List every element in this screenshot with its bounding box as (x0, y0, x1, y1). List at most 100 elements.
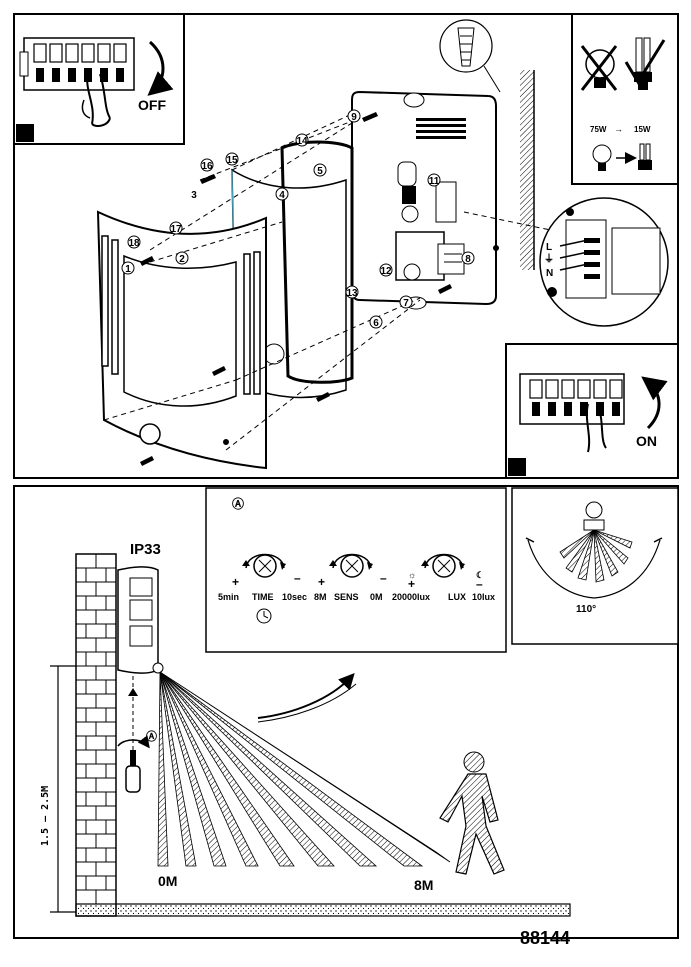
svg-text:11: 11 (429, 176, 440, 187)
callout-18: 18 (127, 235, 141, 249)
step-marker-square (16, 124, 34, 142)
svg-text:15: 15 (226, 155, 238, 166)
sens-min-value: 8M (314, 592, 327, 602)
height-label: 1.5 – 2.5M (40, 786, 51, 846)
off-label: OFF (138, 97, 166, 113)
sens-name: SENS (334, 592, 359, 602)
lux-plus: + (408, 577, 415, 591)
callout-8: 8 (461, 251, 475, 265)
person-walking-icon (439, 751, 505, 875)
sens-max-value: 0M (370, 592, 383, 602)
time-dial[interactable]: + – 5min TIME 10sec (218, 553, 307, 624)
on-label: ON (636, 433, 657, 449)
sens-dial[interactable]: + – 8M SENS 0M (314, 553, 387, 603)
wire-l-label: L (546, 242, 552, 253)
svg-text:3: 3 (191, 190, 197, 201)
callout-17: 17 (169, 221, 183, 235)
detection-zone-rays (157, 671, 451, 867)
callout-5: 5 (313, 163, 327, 177)
wiring-detail: L ⏚ N (539, 197, 669, 327)
callout-15: 15 (225, 152, 239, 166)
range-end-label: 8M (414, 877, 433, 893)
callout-11: 11 (427, 173, 441, 187)
wall-hatch (520, 70, 535, 270)
motion-direction-arrow (257, 673, 355, 719)
svg-text:1: 1 (125, 264, 131, 275)
screws (140, 112, 452, 466)
wall-light-fixture (117, 566, 164, 674)
sensor-settings-panel: Ⓐ + – 5min TIME 10sec + – 8M SENS 0M (205, 487, 507, 653)
wire-n-label: N (546, 268, 553, 279)
lux-max-value: 10lux (472, 592, 495, 602)
main-assembly-frame (13, 13, 679, 479)
front-cover (96, 210, 267, 470)
time-minus: – (294, 571, 301, 585)
svg-text:17: 17 (170, 224, 182, 235)
lux-min-value: 20000lux (392, 592, 430, 602)
switch-on-panel: ON (505, 343, 679, 479)
sun-icon: ☼ (408, 570, 416, 580)
lamp-type-panel: 75W → 15W (571, 13, 679, 185)
mounting-height-dimension: 1.5 – 2.5M (40, 665, 76, 913)
callout-2: 2 (175, 251, 189, 265)
svg-text:12: 12 (380, 266, 392, 277)
ip-rating: IP33 (130, 541, 161, 558)
brick-wall (75, 553, 117, 917)
watt-arrow: → (614, 124, 623, 134)
callout-12: 12 (379, 263, 393, 277)
cfl-bulb-icon (634, 37, 652, 90)
sens-minus: – (380, 571, 387, 585)
callout-7: 7 (399, 295, 413, 309)
earth-icon: ⏚ (544, 253, 554, 265)
time-min-value: 5min (218, 592, 239, 602)
settings-marker: Ⓐ (232, 496, 244, 511)
svg-text:9: 9 (351, 112, 357, 123)
ground (75, 903, 571, 917)
wall-anchor-icon (439, 19, 501, 93)
time-plus: + (232, 575, 239, 589)
detection-angle-panel: 110° (511, 487, 679, 645)
svg-text:6: 6 (373, 318, 379, 329)
svg-text:13: 13 (346, 288, 358, 299)
svg-text:5: 5 (317, 166, 323, 177)
range-start-label: 0M (158, 873, 177, 889)
time-max-value: 10sec (282, 592, 307, 602)
watt-right: 15W (634, 125, 651, 134)
lux-name: LUX (448, 592, 466, 602)
lux-dial[interactable]: ☼ + ☾ – 20000lux LUX 10lux (392, 553, 495, 603)
svg-text:4: 4 (279, 190, 285, 201)
callout-6: 6 (369, 315, 383, 329)
screwdriver-icon: Ⓐ (117, 676, 157, 793)
step-marker-square (508, 458, 526, 476)
watt-left: 75W (590, 125, 607, 134)
svg-text:16: 16 (201, 161, 213, 172)
callout-14: 14 (295, 133, 309, 147)
svg-text:7: 7 (403, 298, 409, 309)
check-icon (624, 39, 666, 85)
bulb-small-icon (592, 144, 612, 164)
callout-4: 4 (275, 187, 289, 201)
housing-back-plate (351, 90, 499, 310)
svg-text:8: 8 (465, 254, 471, 265)
callout-1: 1 (121, 261, 135, 275)
callout-13: 13 (345, 285, 359, 299)
screwdriver-marker: Ⓐ (146, 729, 157, 743)
sens-plus: + (318, 575, 325, 589)
glass-frame (280, 140, 354, 384)
time-name: TIME (252, 592, 274, 602)
angle-value: 110° (576, 604, 596, 615)
switch-off-panel: OFF (13, 13, 185, 145)
lamp-in-housing-icon (397, 161, 419, 223)
model-number: 88144 (520, 928, 570, 948)
svg-text:14: 14 (296, 136, 308, 147)
moon-icon: ☾ (476, 570, 484, 580)
assembly-guide-lines (103, 111, 561, 451)
installation-frame (13, 485, 679, 939)
lux-minus: – (476, 577, 483, 591)
callout-9: 9 (347, 109, 361, 123)
callout-3: 3 (191, 190, 197, 201)
svg-text:2: 2 (179, 254, 185, 265)
callout-16: 16 (200, 158, 214, 172)
svg-text:18: 18 (128, 238, 140, 249)
